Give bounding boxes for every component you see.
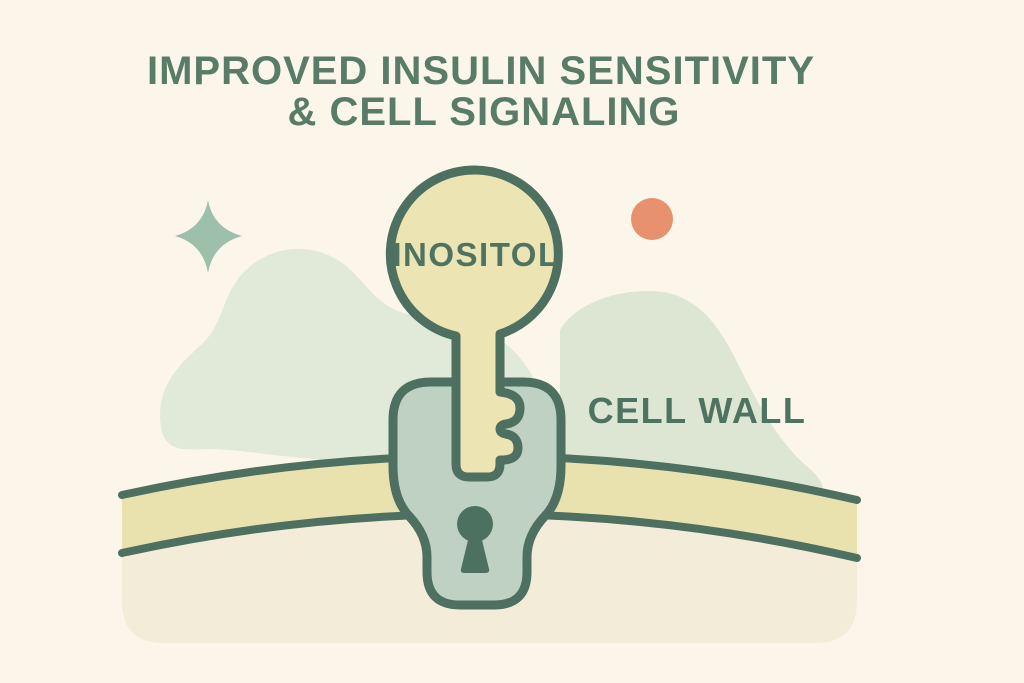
inositol-key bbox=[385, 165, 563, 482]
accent-dot-icon bbox=[631, 198, 673, 240]
background-blob-right bbox=[560, 291, 824, 499]
key-label: INOSITOL bbox=[392, 236, 559, 273]
page-title-line2: & CELL SIGNALING bbox=[287, 90, 680, 134]
page-title-line1: IMPROVED INSULIN SENSITIVITY bbox=[147, 49, 815, 93]
keyhole-icon bbox=[457, 506, 493, 573]
sparkle-icon bbox=[175, 200, 242, 273]
membrane-label: CELL WALL bbox=[588, 390, 807, 431]
